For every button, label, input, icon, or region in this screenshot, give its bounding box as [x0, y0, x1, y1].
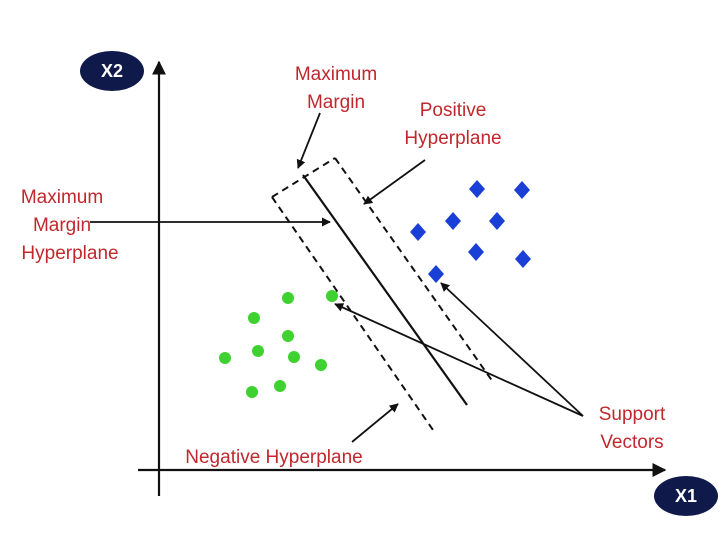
positive-hyperplane-label: Positive Hyperplane: [404, 100, 501, 149]
x-axis-label: X1: [675, 486, 697, 506]
diamond-point: [445, 212, 461, 230]
max-margin-hyperplane-line: [302, 174, 468, 406]
negative-hyperplane-line: [271, 196, 434, 431]
diamond-point: [410, 223, 426, 241]
dot-point: [246, 386, 258, 398]
max-margin-hyperplane-label: Maximum Margin Hyperplane: [21, 187, 119, 264]
diamond-point: [489, 212, 505, 230]
negative-class-points: [219, 290, 338, 398]
diamond-support-vector: [428, 265, 444, 283]
dot-point: [315, 359, 327, 371]
negative-hyperplane-label: Negative Hyperplane: [185, 447, 362, 468]
svg-text:Margin: Margin: [307, 92, 365, 113]
positive-hyperplane-arrow: [363, 159, 426, 205]
max-margin-label: Maximum Margin: [295, 64, 377, 113]
svg-text:Maximum: Maximum: [21, 187, 103, 208]
diamond-point: [515, 250, 531, 268]
diamond-point: [514, 181, 530, 199]
dot-point: [248, 312, 260, 324]
dot-point: [282, 292, 294, 304]
svg-text:Vectors: Vectors: [600, 432, 663, 453]
y-axis-label: X2: [101, 61, 123, 81]
dot-point: [282, 330, 294, 342]
dot-point: [219, 352, 231, 364]
positive-class-points: [410, 180, 531, 283]
svg-text:Maximum: Maximum: [295, 64, 377, 85]
svg-text:Hyperplane: Hyperplane: [21, 243, 118, 264]
svg-text:Support: Support: [599, 404, 666, 425]
dot-point: [252, 345, 264, 357]
dot-point: [274, 380, 286, 392]
svg-text:Margin: Margin: [33, 215, 91, 236]
diamond-point: [468, 243, 484, 261]
y-axis-badge: X2: [80, 51, 144, 91]
diamond-point: [469, 180, 485, 198]
negative-hyperplane-arrow: [351, 403, 399, 443]
dot-point: [288, 351, 300, 363]
support-vectors-label: Support Vectors: [599, 404, 666, 453]
svg-text:Hyperplane: Hyperplane: [404, 128, 501, 149]
support-vector-arrow-dot: [334, 303, 584, 417]
max-margin-arrow: [296, 112, 321, 169]
x-axis-badge: X1: [654, 476, 718, 516]
support-vector-arrow-diamond: [440, 282, 584, 417]
dot-support-vector: [326, 290, 338, 302]
positive-hyperplane-line: [334, 157, 494, 383]
svg-text:Positive: Positive: [420, 100, 487, 121]
